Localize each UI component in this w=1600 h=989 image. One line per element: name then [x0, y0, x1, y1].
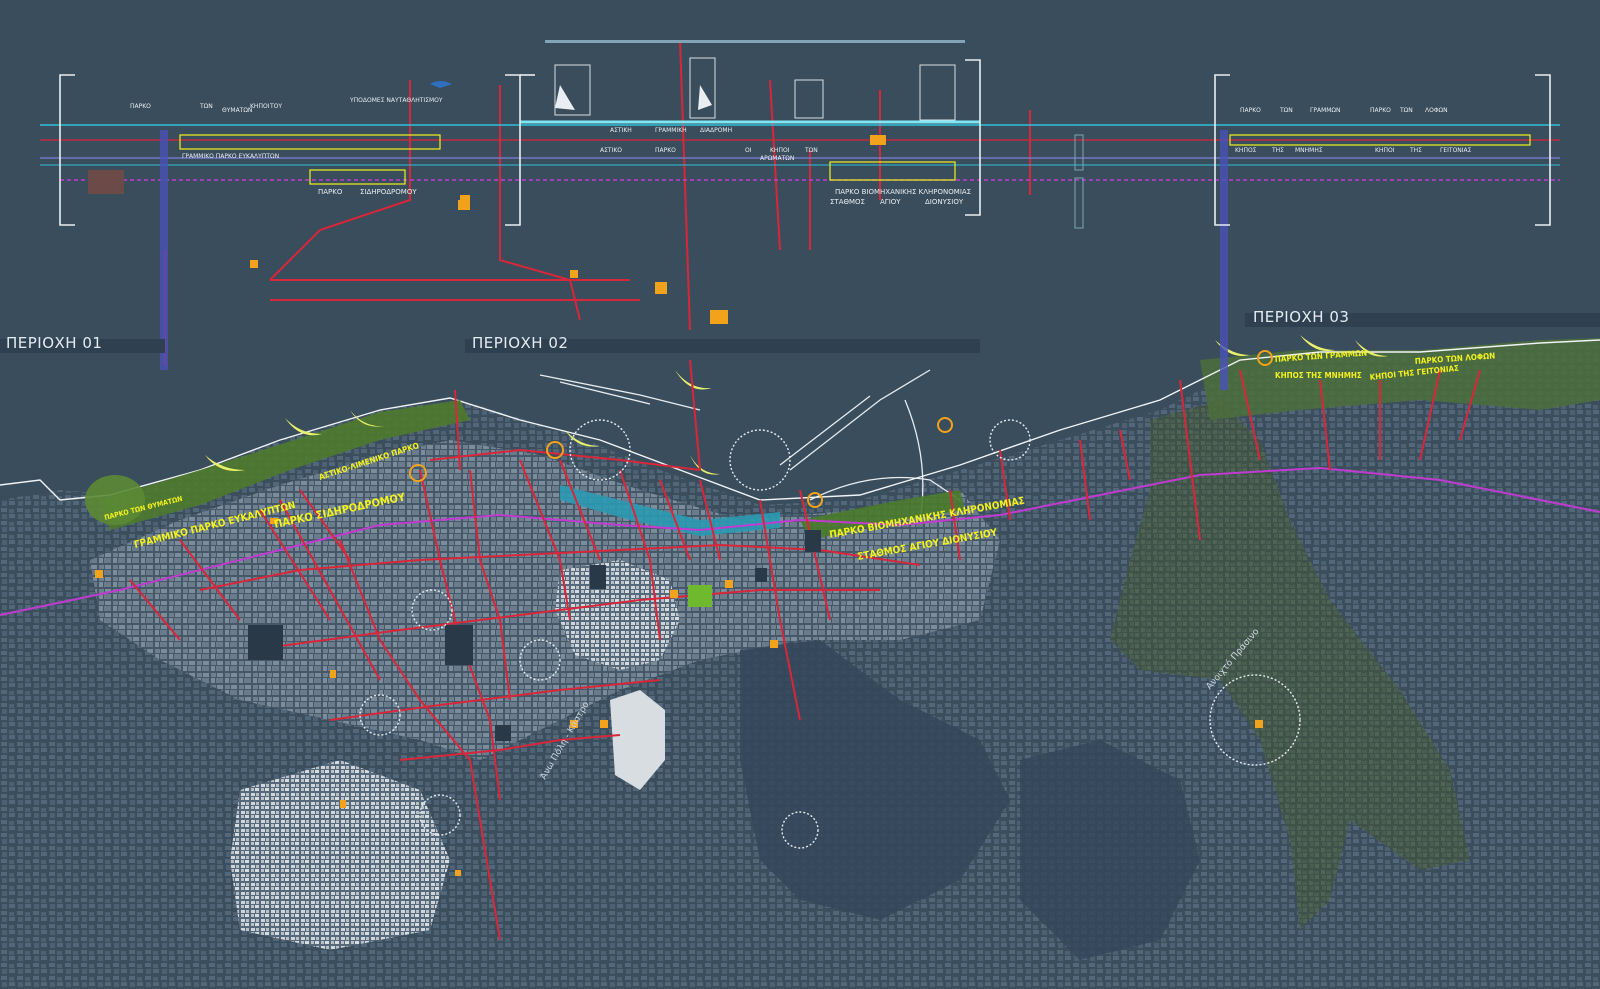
- old-town-area: [555, 560, 680, 670]
- west-green-park: [85, 475, 145, 525]
- region-01-label: ΠΕΡΙΟΧΗ 01: [6, 334, 103, 352]
- sec01-park-word: ΠΑΡΚΟ: [318, 188, 343, 196]
- sec03-top-3: ΠΑΡΚΟ: [1370, 107, 1391, 114]
- sec02-station: ΣΤΑΘΜΟΣ: [830, 198, 865, 206]
- region-01-bar: [0, 339, 165, 353]
- coastal-parks: [85, 400, 965, 540]
- region-03-label: ΠΕΡΙΟΧΗ 03: [1253, 308, 1350, 326]
- sec02-aromaton: ΑΡΩΜΑΤΩΝ: [760, 155, 794, 162]
- eucalyptus-park-strip: [100, 400, 470, 530]
- sec03-top-4: ΤΩΝ: [1399, 107, 1413, 114]
- sec03-sub-1: ΤΗΣ: [1271, 147, 1284, 154]
- region-03-bar: [1245, 313, 1600, 327]
- sec01-railway-word: ΣΙΔΗΡΟΔΡΟΜΟΥ: [360, 188, 417, 196]
- sec02-sub-1: ΠΑΡΚΟ: [655, 147, 676, 154]
- sec01-label-3: ΚΗΠΟΙ: [250, 103, 270, 110]
- sec01-label-1: ΤΩΝ: [199, 103, 213, 110]
- sec01-label-2: ΘΥΜΑΤΩΝ: [222, 107, 252, 114]
- castle-block: [610, 690, 665, 790]
- red-axes: [129, 39, 1481, 941]
- harbour-breakwater: [539, 374, 701, 411]
- sec03-top-1: ΤΩΝ: [1279, 107, 1293, 114]
- sec03-sub-2: ΜΝΗΜΗΣ: [1295, 147, 1323, 154]
- sec02-top-1: ΓΡΑΜΜΙΚΗ: [655, 127, 687, 134]
- dark-hill-1: [740, 640, 1010, 920]
- sec03-sub-0: ΚΗΠΟΣ: [1235, 147, 1257, 154]
- sec03-top-5: ΛΟΦΩΝ: [1425, 107, 1448, 114]
- label-garden-memory: ΚΗΠΟΣ ΤΗΣ ΜΝΗΜΗΣ: [1275, 371, 1362, 380]
- metro-line: [0, 466, 1600, 616]
- dark-hill-2: [1020, 740, 1200, 960]
- section-strip: [40, 40, 1560, 390]
- region-02-bar: [465, 339, 980, 353]
- region-02-label: ΠΕΡΙΟΧΗ 02: [472, 334, 569, 352]
- sec01-label-0: ΠΑΡΚΟ: [130, 103, 151, 110]
- sec03-top-0: ΠΑΡΚΟ: [1240, 107, 1261, 114]
- sec02-kipos-1: ΚΗΠΟΙ: [770, 147, 790, 154]
- sec02-top-2: ΔΙΑΔΡΟΜΗ: [700, 127, 732, 134]
- sec03-sub-4: ΤΗΣ: [1409, 147, 1422, 154]
- circular-hubs: [359, 419, 1301, 849]
- sec02-kipos-2: ΤΩΝ: [804, 147, 818, 154]
- urban-harbour-strip: [560, 485, 780, 536]
- sec02-dionysiou: ΔΙΟΝΥΣΙΟΥ: [925, 198, 964, 206]
- sec01-infra: ΥΠΟΔΟΜΕΣ ΝΑΥΤΑΘΛΗΤΙΣΜΟΥ: [349, 97, 443, 104]
- sec03-top-2: ΓΡΑΜΜΩΝ: [1310, 107, 1341, 114]
- sec02-top-0: ΑΣΤΙΚΗ: [610, 127, 632, 134]
- southwest-district: [230, 760, 450, 950]
- green-block: [688, 585, 712, 607]
- sec01-label-park: ΓΡΑΜΜΙΚΟ ΠΑΡΚΟ ΕΥΚΑΛΥΠΤΩΝ: [182, 153, 279, 160]
- sec02-sub-0: ΑΣΤΙΚΟ: [600, 147, 622, 154]
- dark-blocks: [248, 530, 821, 741]
- section-labels: ΠΑΡΚΟ ΤΩΝ ΘΥΜΑΤΩΝ ΚΗΠΟΙ ΤΟΥ ΓΡΑΜΜΙΚΟ ΠΑΡ…: [130, 97, 1472, 206]
- sec01-label-4: ΤΟΥ: [269, 103, 282, 110]
- sec03-sub-3: ΚΗΠΟΙ: [1375, 147, 1395, 154]
- sec02-park-heritage: ΠΑΡΚΟ ΒΙΟΜΗΧΑΝΙΚΗΣ ΚΛΗΡΟΝΟΜΙΑΣ: [835, 188, 971, 196]
- sec02-kipos-0: ΟΙ: [745, 147, 752, 154]
- industrial-park-strip: [800, 490, 965, 540]
- harbour-pier: [779, 369, 931, 471]
- sec03-sub-5: ΓΕΙΤΟΝΙΑΣ: [1440, 147, 1472, 154]
- orange-rings: [409, 350, 1273, 508]
- green-coast-strip: [1200, 338, 1600, 420]
- sec02-agiou: ΑΓΙΟΥ: [880, 198, 901, 206]
